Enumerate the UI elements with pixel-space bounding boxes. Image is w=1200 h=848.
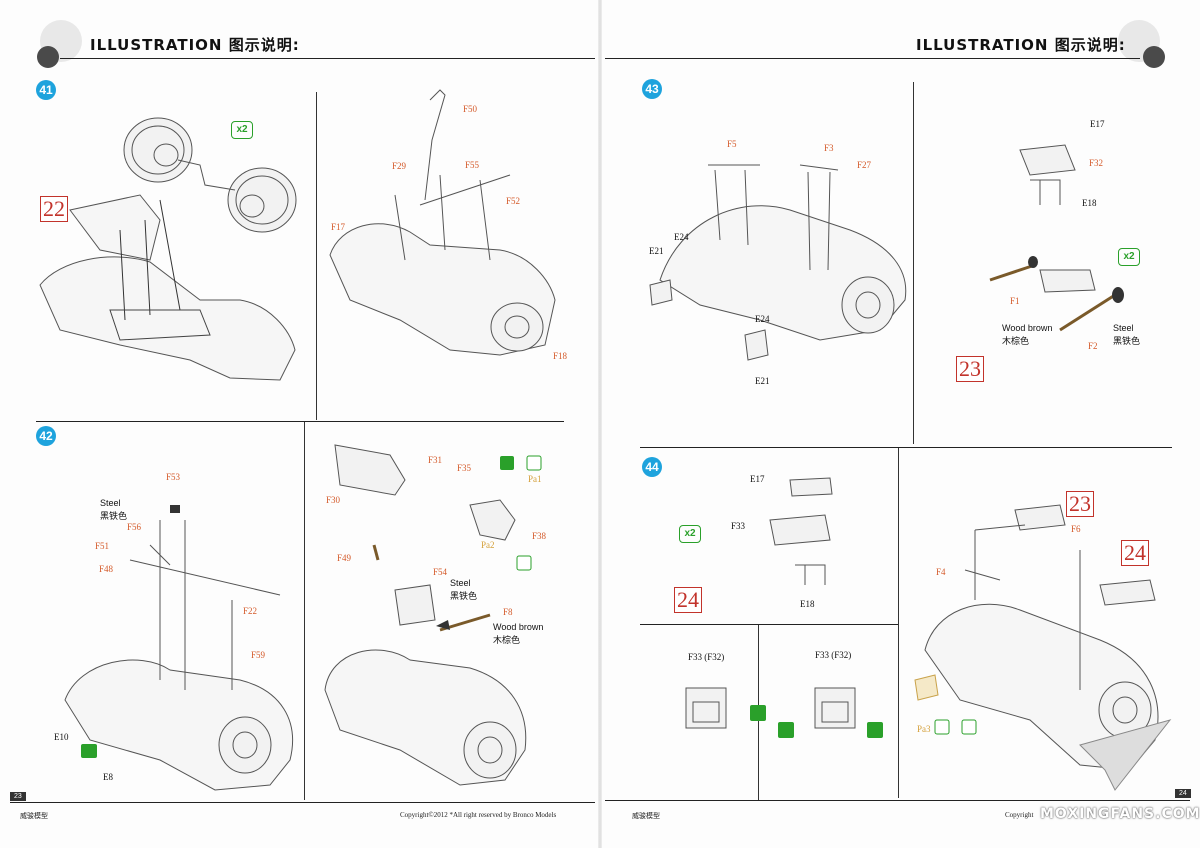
step-41-number: 41 <box>36 80 56 100</box>
ref-box-23: 23 <box>956 356 984 382</box>
header-title-right: ILLUSTRATION 图示说明: <box>916 36 1126 54</box>
part-label: E24 <box>755 314 770 324</box>
part-label: E17 <box>1090 119 1105 129</box>
part-label: F22 <box>243 606 258 616</box>
part-label: F17 <box>331 222 346 232</box>
step-43-number: 43 <box>642 79 662 99</box>
paint-label: Wood brown <box>1002 323 1053 333</box>
part-label: F5 <box>727 139 737 149</box>
quantity-badge: x2 <box>231 121 253 139</box>
part-label: F59 <box>251 650 266 660</box>
header-title-left: ILLUSTRATION 图示说明: <box>90 36 300 54</box>
part-label: E21 <box>649 246 664 256</box>
ref-box-24: 24 <box>1121 540 1149 566</box>
part-label: F2 <box>1088 341 1098 351</box>
watermark-text: MOXINGFANS.COM <box>1040 806 1200 822</box>
footer-copyright-right: Copyright <box>1005 811 1034 819</box>
footer-brand-right: 威骏模型 <box>632 812 660 820</box>
page-number-right: 24 <box>1175 789 1191 798</box>
green-arrow-icons <box>81 455 977 758</box>
part-label: F49 <box>337 553 352 563</box>
quantity-badge: x2 <box>679 525 701 543</box>
paint-label: Steel <box>100 498 121 508</box>
part-label: F27 <box>857 160 872 170</box>
bottom-rule-right <box>605 800 1190 801</box>
paint-label: Steel <box>1113 323 1134 333</box>
part-label: F31 <box>428 455 443 465</box>
part-label: F35 <box>457 463 472 473</box>
ref-box-22: 22 <box>40 196 68 222</box>
bottom-rule-left <box>10 802 595 803</box>
paint-label-cn: 黑铁色 <box>1113 336 1141 346</box>
part-label: E21 <box>755 376 770 386</box>
alt-part-label: F33 (F32) <box>815 650 852 660</box>
paint-label-cn: 木棕色 <box>1002 336 1030 346</box>
paint-label: Steel <box>450 578 471 588</box>
header-dot-right <box>1143 46 1165 68</box>
part-label: F30 <box>326 495 341 505</box>
divider-41 <box>316 92 317 420</box>
part-label: F38 <box>532 531 547 541</box>
part-label: E8 <box>103 772 113 782</box>
divider-42 <box>304 422 305 800</box>
part-label: F33 <box>731 521 746 531</box>
part-label: F56 <box>127 522 142 532</box>
divider-43 <box>913 82 914 444</box>
part-label: F3 <box>824 143 834 153</box>
part-label: E10 <box>54 732 69 742</box>
part-label: F54 <box>433 567 448 577</box>
step-44-number: 44 <box>642 457 662 477</box>
part-label: F48 <box>99 564 114 574</box>
page-number-left: 23 <box>10 792 26 801</box>
header-rule-left <box>60 58 595 59</box>
paint-label: Wood brown <box>493 622 544 632</box>
ref-box-23: 23 <box>1066 491 1094 517</box>
paint-label-cn: 木棕色 <box>493 635 521 645</box>
paint-label-cn: 黑铁色 <box>100 511 128 521</box>
part-label: F50 <box>463 104 478 114</box>
paint-label-cn: 黑铁色 <box>450 591 478 601</box>
part-label: Pa3 <box>917 724 931 734</box>
footer-brand-left: 威骏模型 <box>20 812 48 820</box>
part-label: F8 <box>503 607 513 617</box>
part-label: F6 <box>1071 524 1081 534</box>
part-label: F52 <box>506 196 521 206</box>
part-label: Pa1 <box>528 474 542 484</box>
footer-copyright: Copyright©2012 *All right reserved by Br… <box>400 811 557 819</box>
part-label: F1 <box>1010 296 1020 306</box>
part-label: F32 <box>1089 158 1104 168</box>
part-label: F53 <box>166 472 181 482</box>
part-label: F55 <box>465 160 480 170</box>
quantity-badge: x2 <box>1118 248 1140 266</box>
part-label: F18 <box>553 351 568 361</box>
part-label: F29 <box>392 161 407 171</box>
divider-43-44 <box>640 447 1172 448</box>
part-label: E24 <box>674 232 689 242</box>
part-label: F51 <box>95 541 110 551</box>
part-label: E18 <box>800 599 815 609</box>
ref-box-24: 24 <box>674 587 702 613</box>
divider-44 <box>898 448 899 798</box>
part-label: F4 <box>936 567 946 577</box>
wheel-pair-icon <box>123 117 297 233</box>
alt-part-label: F33 (F32) <box>688 652 725 662</box>
divider-44-alt <box>640 624 898 625</box>
header-dot-left <box>37 46 59 68</box>
divider-41-42 <box>36 421 564 422</box>
header-rule-right <box>605 58 1140 59</box>
part-label: Pa2 <box>481 540 495 550</box>
step-42-number: 42 <box>36 426 56 446</box>
part-label: E18 <box>1082 198 1097 208</box>
part-label: E17 <box>750 474 765 484</box>
page-fold <box>598 0 602 848</box>
